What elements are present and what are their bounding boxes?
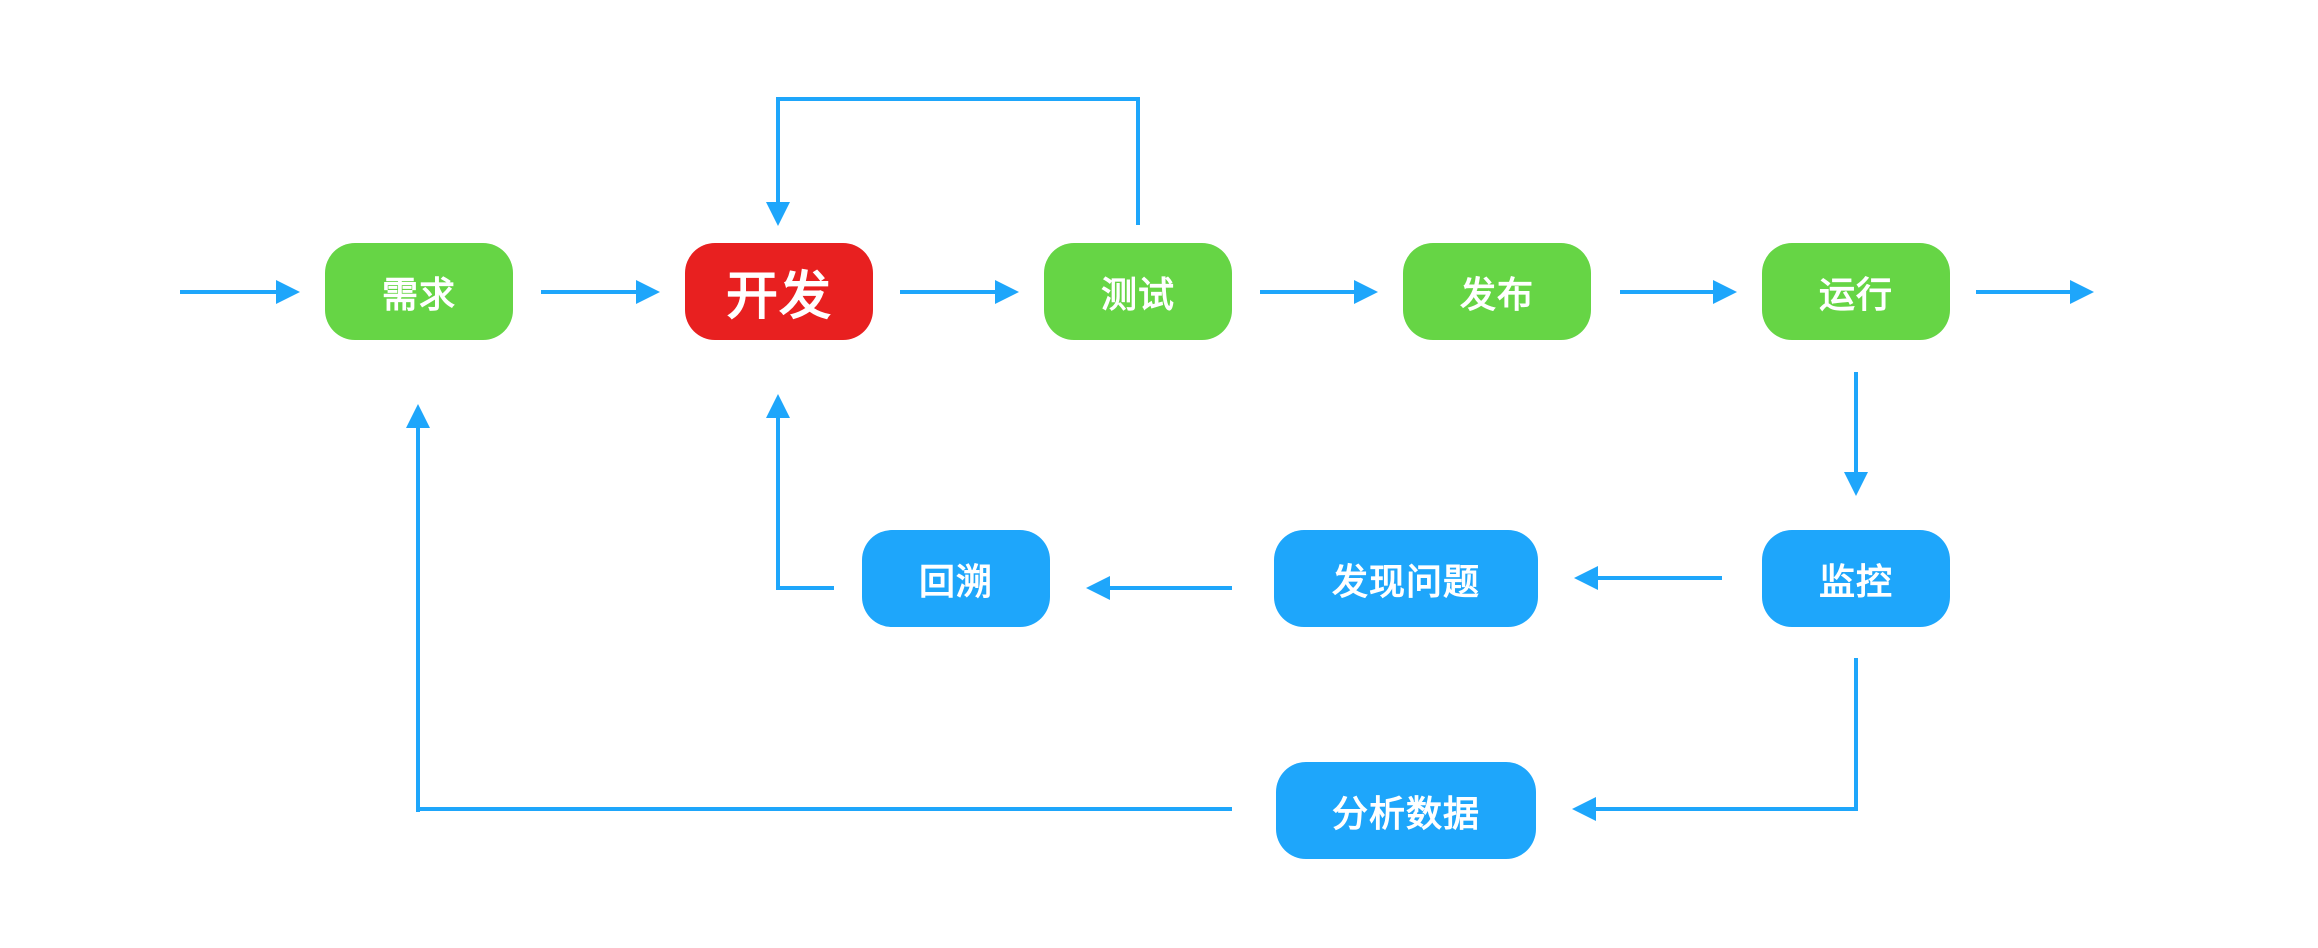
arrow-ceshi-back-to-kaifa [766, 97, 1140, 226]
node-development: 开发 [685, 243, 873, 340]
node-operation: 运行 [1762, 243, 1950, 340]
arrow-jiankong-to-fenxi [1572, 658, 1858, 821]
node-testing: 测试 [1044, 243, 1232, 340]
node-requirements: 需求 [325, 243, 513, 340]
node-release: 发布 [1403, 243, 1591, 340]
arrow-huisu-to-kaifa [766, 394, 834, 590]
node-monitoring: 监控 [1762, 530, 1950, 627]
node-trace-back: 回溯 [862, 530, 1050, 627]
node-analyze-data: 分析数据 [1276, 762, 1536, 859]
node-find-problem: 发现问题 [1274, 530, 1538, 627]
